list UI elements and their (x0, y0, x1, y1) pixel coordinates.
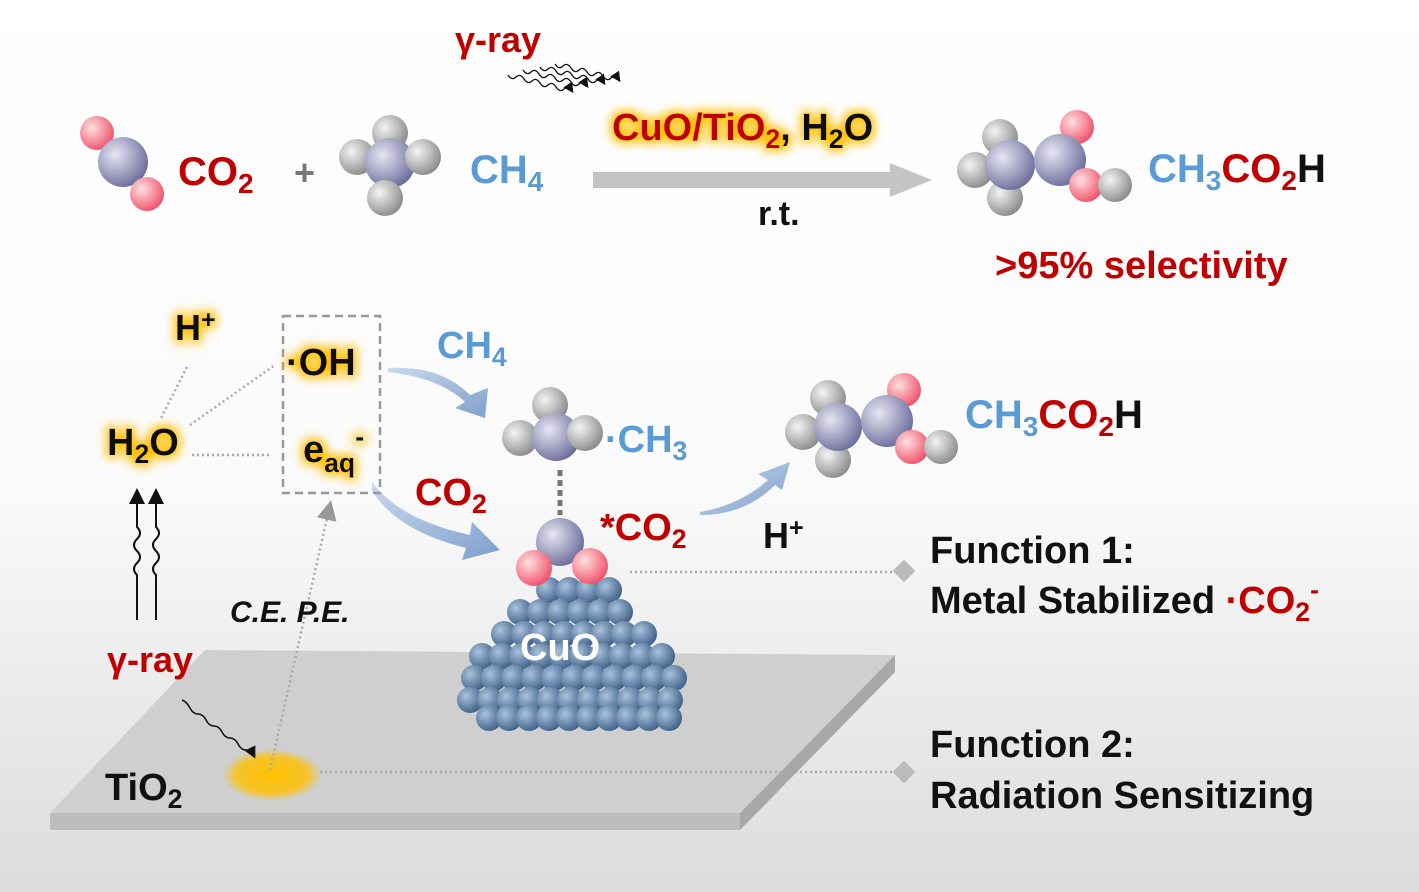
cuo-atom (641, 665, 667, 691)
cuo-atom (556, 577, 582, 603)
condition-room-temp: r.t. (758, 195, 800, 233)
sensitizing-spot (222, 749, 322, 801)
cuo-atom (601, 665, 627, 691)
cuo-atom (596, 577, 622, 603)
cuo-atom (461, 665, 487, 691)
gamma-ray-label-top: γ-ray (455, 19, 541, 60)
cuo-atom (489, 643, 515, 669)
cuo-atom (589, 643, 615, 669)
cuo-atom (576, 705, 602, 731)
h-plus-right: H+ (763, 514, 804, 556)
cuo-atom (476, 705, 502, 731)
oh-radical-label: ·OH (286, 342, 356, 384)
tio2-label: TiO2 (105, 767, 182, 814)
cuo-atom (541, 665, 567, 691)
adsorbed-co2-label: *CO2 (600, 507, 687, 554)
radiolysis-dotted-lines (158, 363, 895, 774)
cuo-atom (511, 621, 537, 647)
h2o-label: H2O (107, 422, 179, 469)
function-1-description: Metal Stabilized ·CO2- (930, 575, 1319, 627)
cuo-atom (549, 643, 575, 669)
gamma-ray-wavy-arrow-bottom (181, 699, 256, 759)
co2-label-mechanism: CO2 (415, 472, 487, 519)
radiolysis-products-box (281, 314, 382, 495)
cuo-atom (607, 599, 633, 625)
gamma-ray-label-bottom: γ-ray (107, 639, 193, 680)
hydrated-electron-label: eaq- (303, 422, 364, 478)
cuo-atom (551, 621, 577, 647)
cuo-atom (516, 705, 542, 731)
cuo-atom (649, 643, 675, 669)
ch4-molecule-top (339, 115, 441, 216)
cuo-atom (469, 643, 495, 669)
plus-sign: + (294, 152, 315, 193)
cuo-atom (481, 665, 507, 691)
gamma-ray-up-arrows (129, 488, 164, 620)
cuo-atom (611, 621, 637, 647)
cuo-atom (569, 643, 595, 669)
reactant-co2: CO2 (178, 150, 254, 199)
adsorbed-co2-molecule (516, 518, 608, 586)
arrow-to-product (700, 462, 790, 515)
cuo-atom (521, 665, 547, 691)
cuo-atom (631, 621, 657, 647)
cuo-atom (496, 705, 522, 731)
cuo-atom (491, 621, 517, 647)
cuo-atom (536, 705, 562, 731)
cuo-atom (571, 621, 597, 647)
cuo-atom (509, 643, 535, 669)
cuo-nanoparticle (457, 577, 687, 731)
ch3-radical-molecule (502, 387, 603, 461)
catalyst-label: CuO/TiO2, H2O (612, 107, 873, 154)
cuo-atom (529, 643, 555, 669)
cuo-atom (616, 705, 642, 731)
function-2-title: Function 2: (930, 724, 1135, 766)
cuo-label: CuO (520, 627, 600, 669)
arrow-oh-to-ch4 (388, 367, 488, 418)
cuo-atom (556, 705, 582, 731)
h-plus-left: H+ (175, 306, 216, 348)
function-1-title: Function 1: (930, 530, 1135, 572)
cuo-atom (591, 621, 617, 647)
reactant-ch4: CH4 (470, 148, 544, 197)
cuo-atom (527, 599, 553, 625)
cuo-atom (629, 643, 655, 669)
gamma-ray-wavy-arrows-top (507, 63, 621, 94)
product-acetic-acid-top: CH3CO2H (1148, 147, 1326, 196)
function-1-diamond (892, 559, 916, 583)
acetic-acid-molecule-top (957, 110, 1132, 216)
cuo-atom (576, 577, 602, 603)
cuo-atom (561, 665, 587, 691)
cuo-atom (547, 599, 573, 625)
cuo-atom (587, 599, 613, 625)
ch4-label-mechanism: CH4 (437, 325, 507, 372)
ch3-radical-label: ·CH3 (605, 419, 687, 466)
cuo-atom (636, 705, 662, 731)
cuo-atom (596, 705, 622, 731)
function-2-diamond (892, 760, 916, 784)
cuo-atom (609, 643, 635, 669)
reaction-arrow (593, 163, 932, 197)
cuo-atom (501, 665, 527, 691)
selectivity-label: >95% selectivity (995, 245, 1288, 287)
ce-pe-label: C.E. P.E. (230, 596, 350, 629)
cuo-atom (457, 687, 483, 713)
cuo-atom (531, 621, 557, 647)
cuo-atom (581, 665, 607, 691)
function-2-description: Radiation Sensitizing (930, 775, 1314, 817)
cuo-atom (507, 599, 533, 625)
co2-molecule-top (80, 116, 164, 211)
cuo-atom (661, 665, 687, 691)
cuo-atom (567, 599, 593, 625)
cuo-atom (656, 705, 682, 731)
product-acetic-acid-mechanism: CH3CO2H (965, 393, 1143, 442)
arrow-eaq-to-co2 (372, 482, 500, 560)
acetic-acid-molecule-mechanism (785, 373, 958, 478)
cuo-atom (621, 665, 647, 691)
